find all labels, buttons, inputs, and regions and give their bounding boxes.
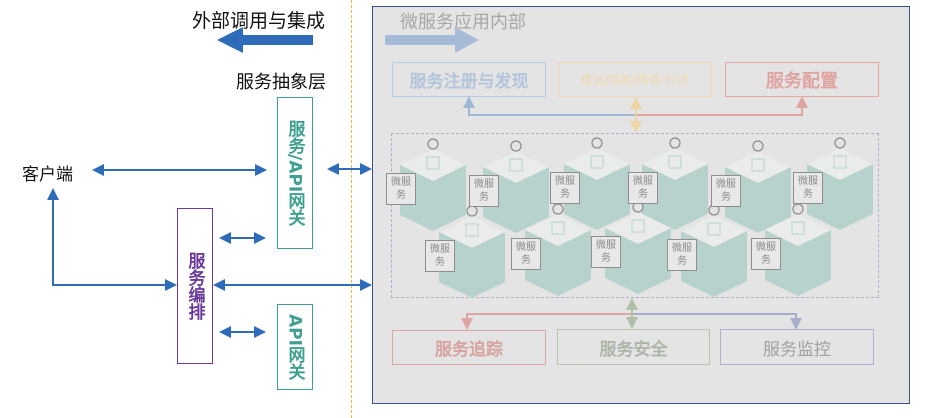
connector-node-icon bbox=[669, 137, 681, 149]
registry-connector bbox=[463, 96, 637, 116]
bottom-box-tracing: 服务追踪 bbox=[392, 330, 546, 365]
abstraction-layer-label: 服务抽象层 bbox=[236, 72, 326, 93]
bottom-box-security-label: 服务安全 bbox=[599, 339, 668, 360]
microservice-cube bbox=[807, 137, 873, 230]
client-orchestration-arrow bbox=[47, 188, 177, 291]
microservice-cube bbox=[483, 140, 549, 233]
external-arrow-left bbox=[217, 27, 313, 53]
top-box-resilience: 重试/熔断/降级/分流 bbox=[558, 62, 712, 97]
microservice-label: 微服务 bbox=[793, 172, 823, 204]
api-gateway-box: API网关 bbox=[277, 304, 313, 390]
top-box-config-label: 服务配置 bbox=[766, 70, 838, 92]
connector-node-icon bbox=[834, 137, 846, 149]
connector-node-icon bbox=[792, 203, 804, 215]
microservice-label: 微服务 bbox=[751, 238, 781, 270]
microservice-cube bbox=[564, 137, 630, 230]
clipboard-icon bbox=[833, 155, 847, 169]
monitoring-connector bbox=[632, 313, 802, 330]
microservice-cube bbox=[525, 203, 591, 296]
microservice-label: 微服务 bbox=[511, 238, 541, 270]
microservice-cube bbox=[725, 140, 791, 233]
microservice-label: 微服务 bbox=[628, 172, 658, 204]
microservice-cluster bbox=[391, 133, 879, 298]
microservice-cube bbox=[605, 201, 671, 294]
flask-icon bbox=[707, 222, 721, 236]
dna-icon bbox=[551, 221, 565, 235]
microservice-label: 微服务 bbox=[667, 239, 697, 271]
microservice-cube bbox=[439, 205, 505, 298]
clipboard-icon bbox=[590, 155, 604, 169]
connector-node-icon bbox=[752, 140, 764, 152]
top-box-registry-label: 服务注册与发现 bbox=[409, 72, 529, 92]
service-api-gateway-box: 服务/API网关 bbox=[277, 97, 313, 249]
bottom-box-tracing-label: 服务追踪 bbox=[435, 340, 503, 360]
connector-node-icon bbox=[510, 140, 522, 152]
orchestration-box: 服务编排 bbox=[177, 208, 213, 364]
microservice-label: 微服务 bbox=[591, 236, 621, 268]
microservice-label: 微服务 bbox=[469, 175, 499, 207]
internal-title: 微服务应用内部 bbox=[400, 12, 526, 33]
tracing-connector bbox=[461, 313, 632, 330]
microservice-label: 微服务 bbox=[425, 240, 455, 272]
bottom-box-security: 服务安全 bbox=[557, 329, 710, 365]
bottom-box-monitoring-label: 服务监控 bbox=[763, 339, 831, 360]
connector-node-icon bbox=[591, 137, 603, 149]
microscope-icon bbox=[668, 155, 682, 169]
top-box-resilience-label: 重试/熔断/降级/分流 bbox=[580, 73, 690, 87]
dna-icon bbox=[791, 221, 805, 235]
service-api-gateway-label: 服务/API网关 bbox=[284, 119, 305, 227]
microservice-label: 微服务 bbox=[550, 172, 580, 204]
connector-node-icon bbox=[466, 205, 478, 217]
connector-node-icon bbox=[427, 138, 439, 150]
config-connector bbox=[637, 96, 808, 116]
microservice-label: 微服务 bbox=[386, 173, 416, 205]
layer-divider bbox=[351, 0, 352, 418]
api-gateway-label: API网关 bbox=[284, 314, 305, 380]
id-card-icon bbox=[631, 219, 645, 233]
microservice-cube bbox=[765, 203, 831, 296]
microservice-cube bbox=[681, 204, 747, 297]
external-title: 外部调用与集成 bbox=[192, 10, 326, 32]
orchestration-label: 服务编排 bbox=[184, 252, 205, 320]
id-card-icon bbox=[751, 158, 765, 172]
client-label: 客户端 bbox=[22, 165, 73, 185]
microservice-cube bbox=[400, 138, 466, 231]
microservice-cube bbox=[642, 137, 708, 230]
microscope-icon bbox=[426, 156, 440, 170]
id-card-icon bbox=[509, 158, 523, 172]
internal-arrow-right bbox=[385, 27, 479, 53]
connector-node-icon bbox=[552, 203, 564, 215]
flask-icon bbox=[465, 223, 479, 237]
microservice-label: 微服务 bbox=[711, 175, 741, 207]
